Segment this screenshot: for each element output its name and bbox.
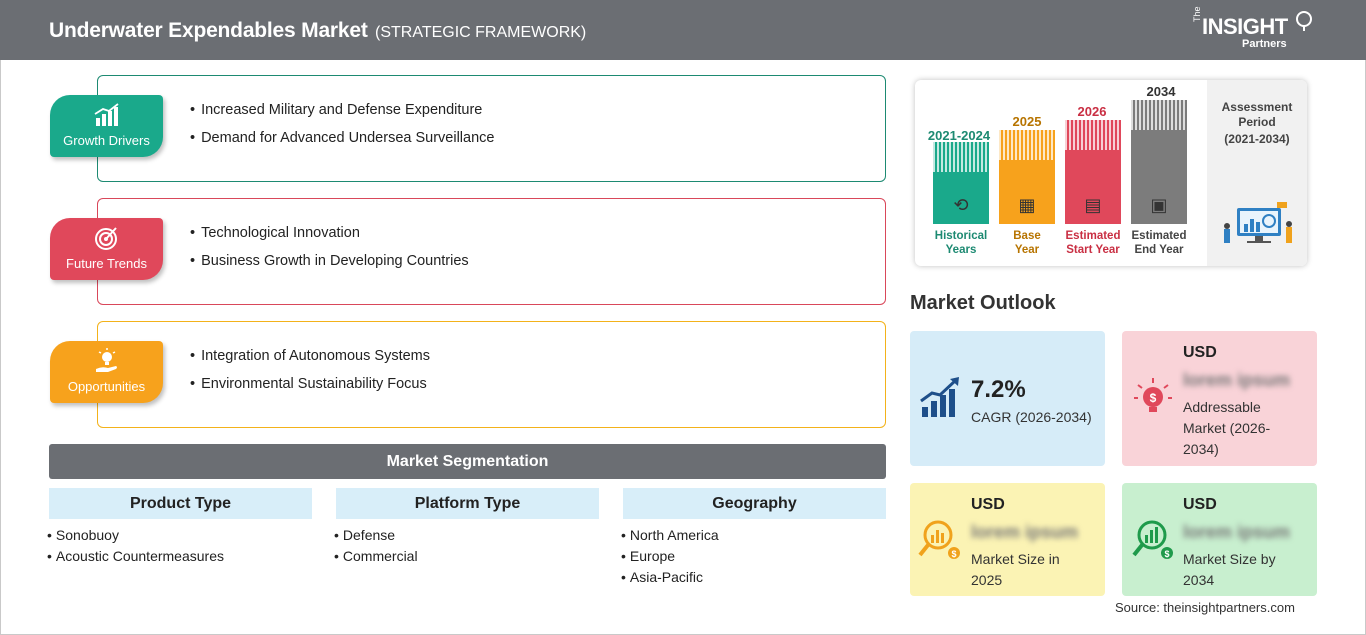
dollar-lightbulb-icon: $	[1134, 378, 1172, 412]
svg-text:$: $	[1164, 549, 1169, 559]
list-item: Sonobuoy	[47, 525, 312, 546]
segment-title: Geography	[623, 488, 886, 519]
size2025-value-blurred: lorem ipsum	[971, 522, 1079, 542]
size2025-usd-label: USD	[971, 496, 1005, 513]
page-title: Underwater Expendables Market	[49, 19, 368, 42]
timeline-bar-start: ▤	[1065, 120, 1121, 224]
svg-text:$: $	[951, 549, 956, 559]
magnifier-chart-icon: $	[918, 520, 960, 559]
growth-drivers-list: Increased Military and Defense Expenditu…	[190, 96, 494, 152]
addressable-market-card: $ USD lorem ipsum Addressable Market (20…	[1122, 331, 1317, 466]
market-segmentation-header: Market Segmentation	[49, 444, 886, 479]
opportunities-list: Integration of Autonomous Systems Enviro…	[190, 342, 430, 398]
logo-partners-text: Partners	[1242, 38, 1287, 50]
page-subtitle: (STRATEGIC FRAMEWORK)	[375, 24, 587, 41]
addressable-desc: Addressable Market (2026-2034)	[1183, 399, 1271, 457]
timeline-year-end: 2034	[1146, 84, 1176, 99]
cagr-label: CAGR (2026-2034)	[971, 409, 1092, 425]
history-icon: ⟲	[953, 195, 969, 215]
addressable-usd-label: USD	[1183, 344, 1217, 361]
cagr-value: 7.2%	[971, 376, 1026, 403]
segment-geography: Geography North America Europe Asia-Paci…	[623, 488, 886, 588]
future-trends-label: Future Trends	[66, 256, 147, 271]
list-item: Integration of Autonomous Systems	[190, 342, 430, 370]
size2034-value-blurred: lorem ipsum	[1183, 522, 1291, 542]
header-bar: Underwater Expendables Market (STRATEGIC…	[0, 0, 1366, 60]
market-outlook-title: Market Outlook	[910, 292, 1056, 314]
source-credit[interactable]: Source: theinsightpartners.com	[1115, 600, 1295, 615]
list-item: Defense	[334, 525, 599, 546]
market-size-2025-card: $ USD lorem ipsum Market Size in 2025	[910, 483, 1105, 596]
logo-insight-text: INSIGHT	[1202, 14, 1288, 39]
logo-lens-icon	[1296, 11, 1312, 31]
opportunities-badge: Opportunities	[50, 341, 163, 403]
list-item: North America	[621, 525, 886, 546]
growth-drivers-badge: Growth Drivers	[50, 95, 163, 157]
timeline-year-start: 2026	[1077, 104, 1107, 119]
timeline-year-base: 2025	[1012, 114, 1042, 129]
target-icon	[95, 227, 117, 250]
opportunities-label: Opportunities	[67, 379, 146, 394]
list-item: Technological Innovation	[190, 219, 469, 247]
assessment-period-value: (2021-2034)	[1224, 132, 1290, 146]
cagr-card: 7.2% CAGR (2026-2034)	[910, 331, 1105, 466]
logo-the-text: The	[1192, 6, 1202, 22]
segment-list: Sonobuoy Acoustic Countermeasures	[47, 525, 312, 567]
list-item: Commercial	[334, 546, 599, 567]
segment-platform-type: Platform Type Defense Commercial	[336, 488, 599, 567]
segment-list: Defense Commercial	[334, 525, 599, 567]
segment-list: North America Europe Asia-Pacific	[621, 525, 886, 588]
market-size-2034-card: $ USD lorem ipsum Market Size by 2034	[1122, 483, 1317, 596]
list-item: Business Growth in Developing Countries	[190, 247, 469, 275]
timeline-year-historical: 2021-2024	[927, 128, 991, 143]
addressable-value-blurred: lorem ipsum	[1183, 370, 1291, 390]
timeline-bar-historical: ⟲	[933, 142, 989, 224]
calendar-icon: ▦	[1018, 195, 1036, 215]
analytics-illustration-icon	[1224, 202, 1292, 243]
opportunities-card: Integration of Autonomous Systems Enviro…	[97, 321, 886, 428]
list-item: Increased Military and Defense Expenditu…	[190, 96, 494, 124]
list-item: Acoustic Countermeasures	[47, 546, 312, 567]
timeline-bar-end: ▣	[1131, 100, 1187, 224]
presentation-icon: ▤	[1084, 195, 1102, 215]
size2034-usd-label: USD	[1183, 496, 1217, 513]
monitor-chart-icon: ▣	[1150, 195, 1168, 215]
size2034-desc: Market Size by 2034	[1183, 551, 1276, 588]
list-item: Demand for Advanced Undersea Surveillanc…	[190, 124, 494, 152]
growth-bar-icon	[920, 377, 959, 417]
list-item: Asia-Pacific	[621, 567, 886, 588]
growth-drivers-label: Growth Drivers	[63, 133, 150, 148]
segment-title: Platform Type	[336, 488, 599, 519]
lightbulb-hand-icon	[96, 348, 117, 372]
segment-product-type: Product Type Sonobuoy Acoustic Counterme…	[49, 488, 312, 567]
segment-title: Product Type	[49, 488, 312, 519]
future-trends-card: Technological Innovation Business Growth…	[97, 198, 886, 305]
list-item: Environmental Sustainability Focus	[190, 370, 430, 398]
future-trends-list: Technological Innovation Business Growth…	[190, 219, 469, 275]
svg-text:$: $	[1150, 391, 1157, 405]
magnifier-growth-icon: $	[1132, 520, 1173, 559]
insight-partners-logo[interactable]: The INSIGHT Partners	[1190, 6, 1320, 54]
timeline-bar-base: ▦	[999, 130, 1055, 224]
list-item: Europe	[621, 546, 886, 567]
growth-chart-icon	[94, 103, 119, 126]
future-trends-badge: Future Trends	[50, 218, 163, 280]
growth-drivers-card: Increased Military and Defense Expenditu…	[97, 75, 886, 182]
size2025-desc: Market Size in 2025	[971, 551, 1060, 588]
